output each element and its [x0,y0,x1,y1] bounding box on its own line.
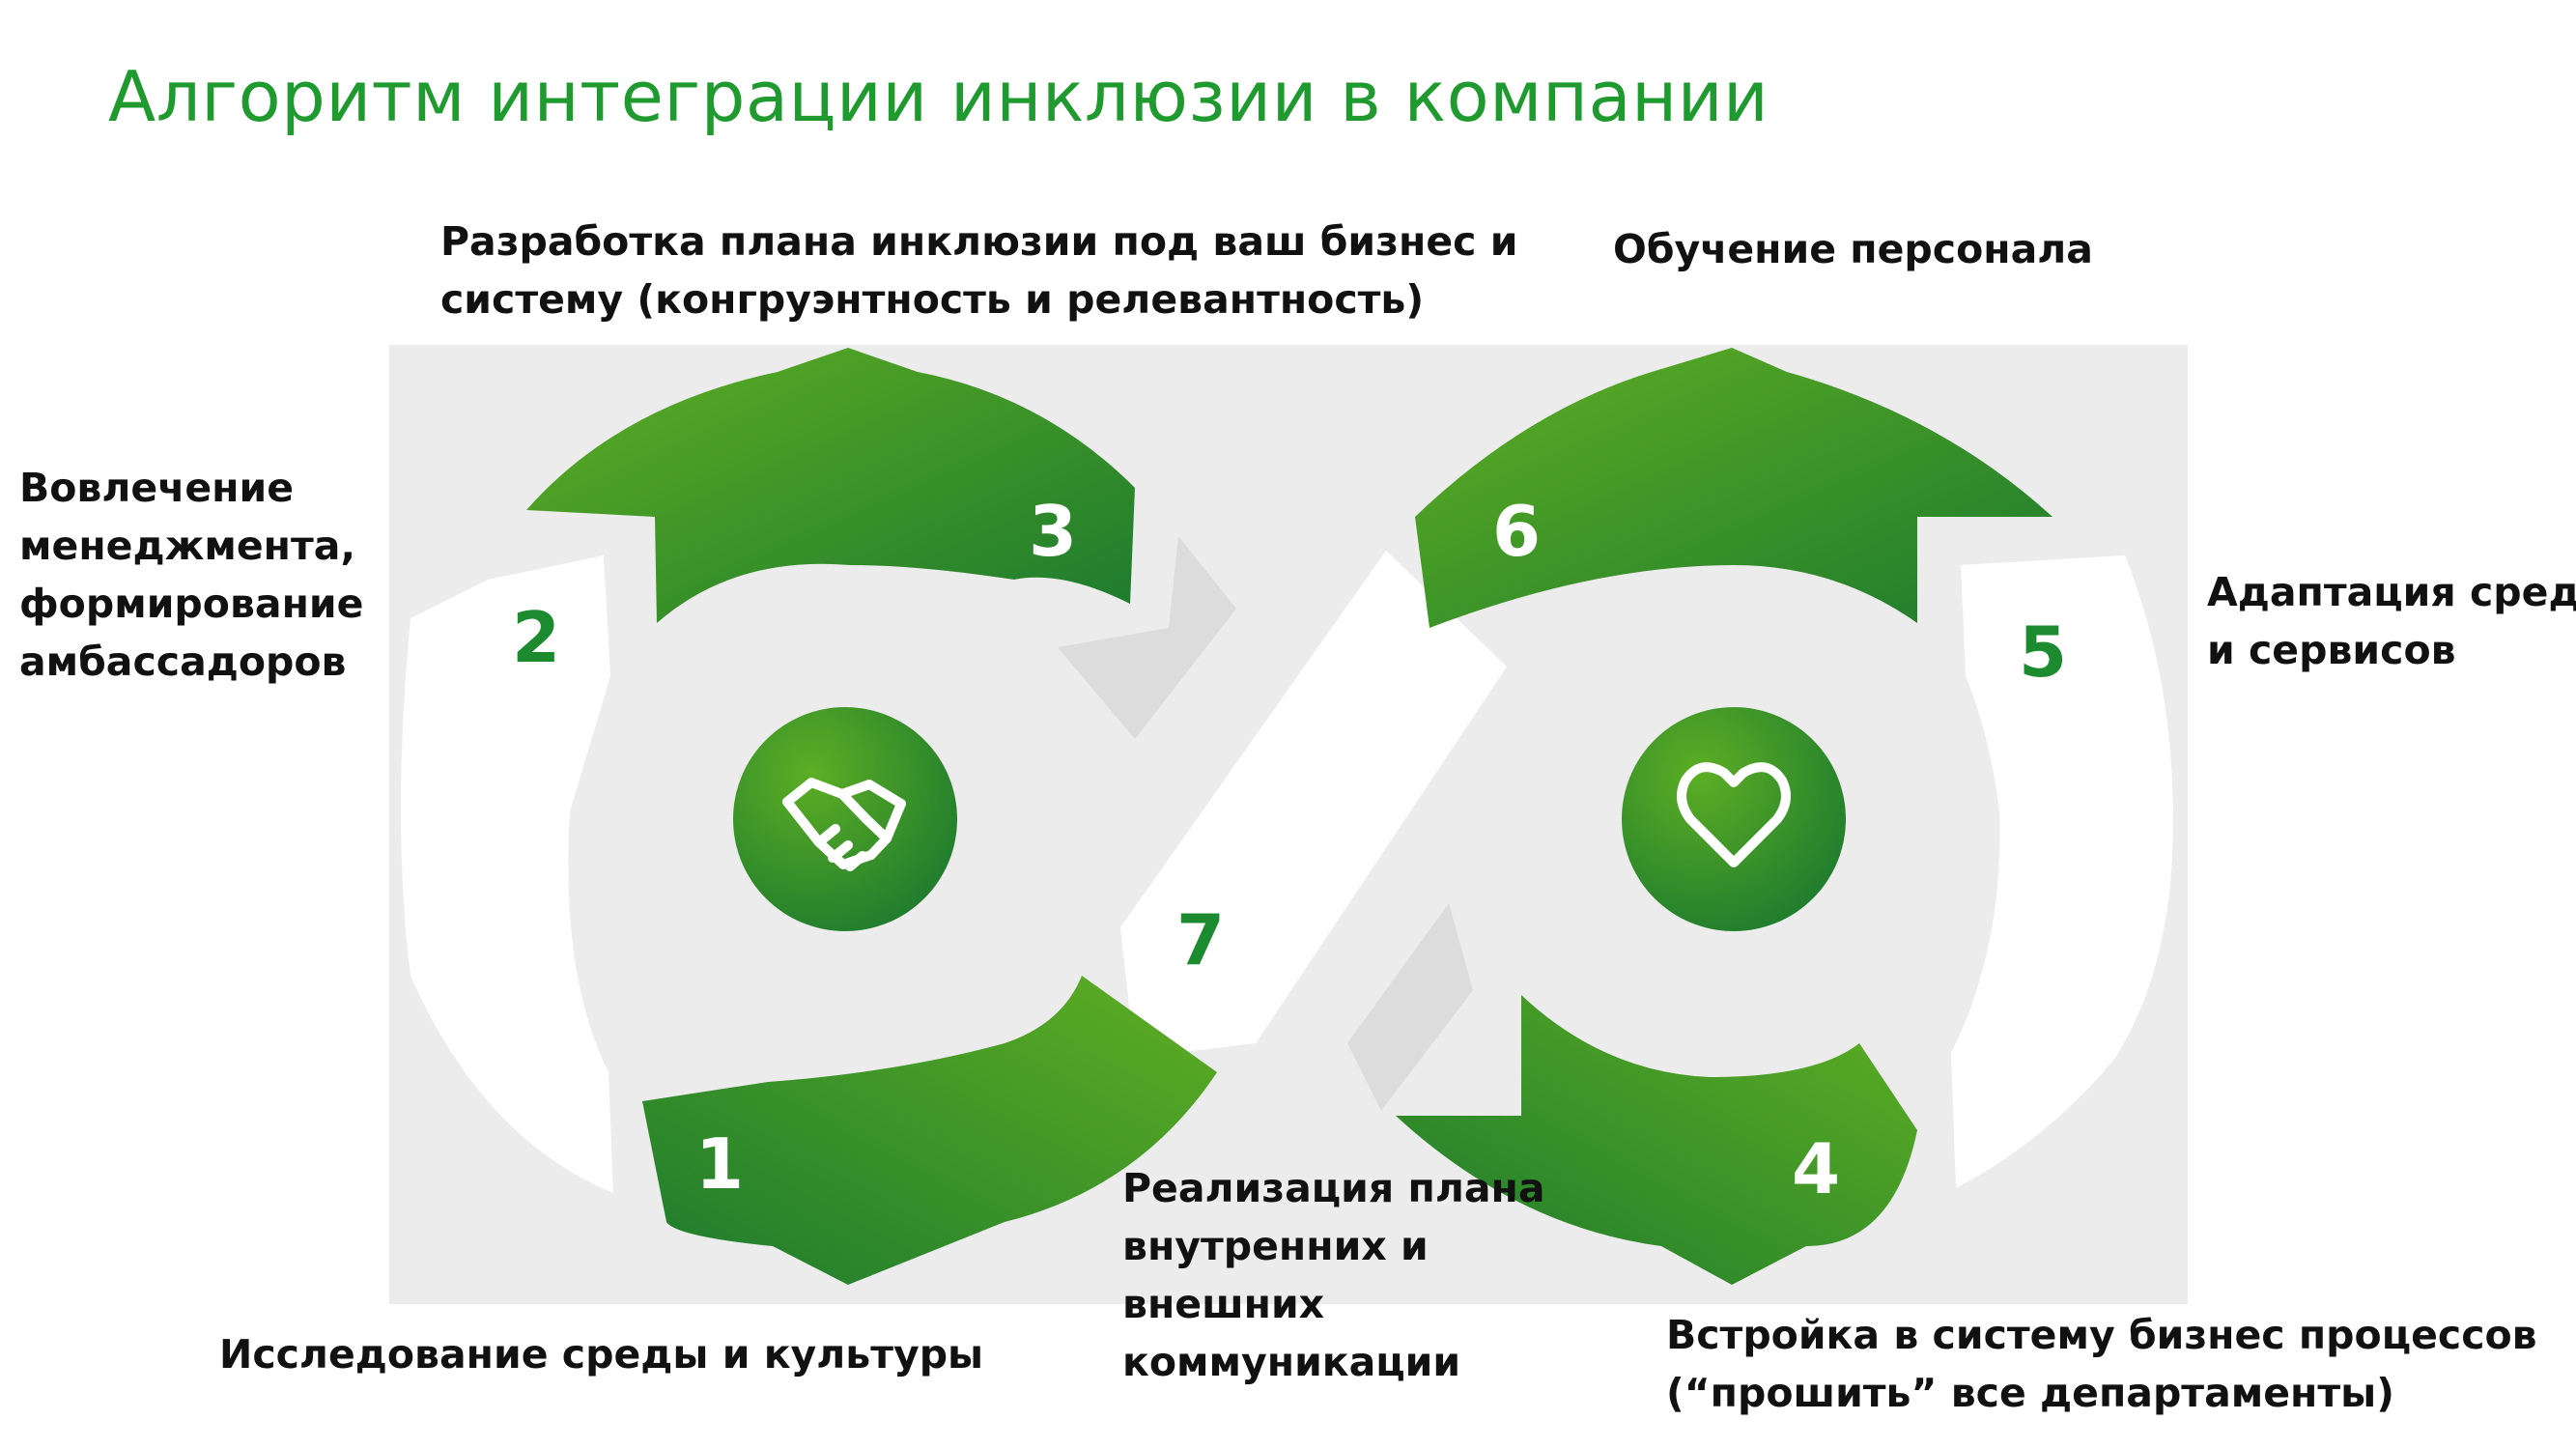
arc-step-6 [1415,348,2052,628]
step-5-label: Адаптация среды и сервисов [2207,563,2576,679]
left-center-circle [733,707,957,931]
step-number-2: 2 [512,597,560,678]
step-3-label-line: систему (конгруэнтность и релевантность) [440,276,1425,323]
step-6-label: Обучение персонала [1613,220,2093,278]
step-number-5: 5 [2019,611,2067,693]
step-2-label: Вовлечение менеджмента, формирование амб… [19,459,363,691]
step-number-3: 3 [1029,491,1077,572]
arc-step-2 [401,555,613,1193]
step-number-4: 4 [1792,1128,1840,1209]
arc-step-3 [526,348,1135,623]
step-6-label-line: Обучение персонала [1613,226,2093,272]
step-2-label-line: формирование [19,581,364,627]
step-4-label: Встройка в систему бизнес процессов (“пр… [1666,1306,2537,1422]
step-7-label: Реализация плана внутренних и внешних ко… [1122,1159,1545,1391]
step-4-label-line: Встройка в систему бизнес процессов [1666,1312,2537,1358]
step-7-label-line: внешних [1122,1281,1325,1327]
step-number-7: 7 [1176,899,1225,980]
step-number-1: 1 [695,1123,744,1205]
arc-step-4 [1396,995,1917,1285]
heart-icon [1677,762,1791,867]
step-number-6: 6 [1492,491,1541,572]
arc-step-5 [1951,555,2173,1188]
grey-chevron-bottom [1347,903,1473,1111]
step-1-label: Исследование среды и культуры [219,1325,983,1383]
arc-step-7 [1120,551,1507,1058]
grey-chevron-top [1058,536,1236,739]
arc-step-1 [642,976,1217,1285]
step-2-label-line: Вовлечение [19,465,295,511]
step-5-label-line: Адаптация среды [2207,569,2576,615]
step-1-label-line: Исследование среды и культуры [219,1331,984,1378]
step-3-label: Разработка плана инклюзии под ваш бизнес… [440,213,1517,328]
step-2-label-line: амбассадоров [19,639,347,685]
step-5-label-line: и сервисов [2207,627,2456,673]
step-3-label-line: Разработка плана инклюзии под ваш бизнес… [440,218,1518,265]
step-7-label-line: внутренних и [1122,1223,1429,1269]
step-7-label-line: Реализация плана [1122,1165,1545,1211]
page-title: Алгоритм интеграции инклюзии в компании [108,56,1769,137]
right-center-circle [1622,707,1846,931]
handshake-icon [782,778,906,871]
step-7-label-line: коммуникации [1122,1339,1461,1385]
step-2-label-line: менеджмента, [19,523,356,569]
step-4-label-line: (“прошить” все департаменты) [1666,1370,2394,1416]
